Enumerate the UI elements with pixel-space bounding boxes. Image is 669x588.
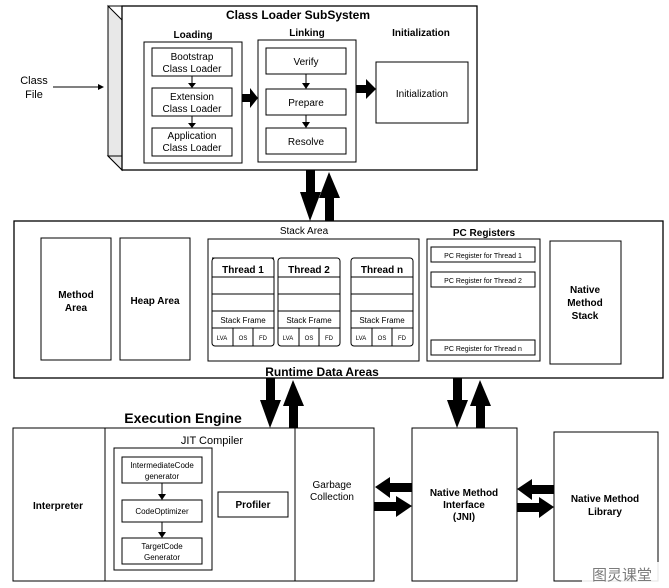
class-file: Class File	[20, 75, 104, 101]
class-loader-box-side	[107, 4, 123, 172]
method-area-label-1: Method	[58, 290, 94, 301]
thread-n-fd: FD	[398, 336, 407, 342]
native-method-library: Native Method Library	[553, 431, 659, 582]
pc-register-thread-2-label: PC Register for Thread 2	[444, 278, 522, 285]
heap-area-label: Heap Area	[130, 296, 180, 307]
pc-register-thread-n	[430, 339, 536, 356]
thread-2-lva: LVA	[283, 336, 293, 342]
profiler-label: Profiler	[235, 500, 270, 511]
native-method-stack-label-3: Stack	[572, 311, 599, 322]
native-method-stack-label-2: Method	[567, 298, 603, 309]
initialization-box	[375, 61, 469, 124]
jni: Native Method Interface (JNI)	[411, 427, 518, 582]
target-code-generator: TargetCode Generator	[121, 537, 203, 565]
linking-title: Linking	[289, 28, 325, 39]
jni-library-arrows	[517, 479, 554, 518]
execution-engine: Execution Engine Interpreter JIT Compile…	[12, 410, 375, 582]
application-class-loader: Application Class Loader	[151, 127, 233, 157]
intermediate-code-label-1: IntermediateCode	[130, 461, 194, 470]
runtime-engine-arrows	[260, 378, 304, 428]
code-optimizer: CodeOptimizer	[121, 499, 203, 523]
class-loader-title: Class Loader SubSystem	[226, 8, 370, 22]
bootstrap-label-2: Class Loader	[163, 64, 223, 75]
jni-label-2: Interface	[443, 500, 485, 511]
stack-area: Stack Area Thread 1 Stack Frame LVA OS F…	[207, 226, 420, 362]
thread-n: Thread n Stack Frame LVA OS FD	[350, 257, 414, 347]
garbage-collection-label-1: Garbage	[313, 480, 352, 491]
class-loader-subsystem: Class Loader SubSystem Loading Bootstrap…	[106, 4, 479, 172]
application-label-1: Application	[168, 131, 217, 142]
classloader-runtime-arrows	[300, 170, 340, 221]
watermark-text: 图灵课堂	[592, 566, 652, 584]
jni-label-3: (JNI)	[453, 512, 475, 523]
native-library-label-1: Native Method	[571, 494, 639, 505]
thread-1-label: Thread 1	[222, 265, 264, 276]
extension-label-2: Class Loader	[163, 104, 223, 115]
intermediate-code-label-2: generator	[145, 472, 180, 481]
initialization-title: Initialization	[392, 28, 450, 39]
bootstrap-class-loader: Bootstrap Class Loader	[151, 47, 233, 77]
jit-compiler-title: JIT Compiler	[181, 435, 243, 447]
runtime-data-areas: Runtime Data Areas Method Area Heap Area…	[13, 220, 664, 379]
thread-1-fd: FD	[259, 336, 268, 342]
native-library-label-2: Library	[588, 507, 622, 518]
target-code-label-2: Generator	[144, 553, 180, 562]
thread-2-label: Thread 2	[288, 265, 330, 276]
runtime-title: Runtime Data Areas	[265, 365, 379, 379]
thread-2-fd: FD	[325, 336, 334, 342]
thread-2-frame-label: Stack Frame	[286, 316, 332, 325]
extension-class-loader: Extension Class Loader	[151, 87, 233, 117]
pc-register-thread-n-label: PC Register for Thread n	[444, 346, 522, 353]
garbage-collection: Garbage Collection	[310, 480, 354, 503]
heap-area: Heap Area	[119, 237, 191, 361]
thread-1: Thread 1 Stack Frame LVA OS FD	[211, 257, 275, 347]
interpreter-label: Interpreter	[33, 501, 83, 512]
method-area: Method Area	[40, 237, 112, 361]
thread-1-frame-label: Stack Frame	[220, 316, 266, 325]
thread-n-os: OS	[378, 336, 387, 342]
application-label-2: Class Loader	[163, 143, 223, 154]
linking-to-init-arrow	[356, 79, 376, 99]
method-area-label-2: Area	[65, 303, 88, 314]
code-optimizer-label: CodeOptimizer	[135, 507, 189, 516]
verify-step: Verify	[265, 47, 347, 75]
pc-register-thread-2	[430, 271, 536, 288]
native-method-stack-label-1: Native	[570, 285, 600, 296]
stack-area-title: Stack Area	[280, 226, 329, 237]
garbage-collection-label-2: Collection	[310, 492, 354, 503]
class-file-label-2: File	[25, 89, 43, 101]
extension-label-1: Extension	[170, 92, 214, 103]
loading-to-linking-arrow	[242, 88, 258, 108]
runtime-jni-arrows	[447, 378, 491, 428]
verify-label: Verify	[293, 57, 318, 68]
thread-2-os: OS	[305, 336, 314, 342]
resolve-label: Resolve	[288, 137, 325, 148]
thread-1-os: OS	[239, 336, 248, 342]
thread-2: Thread 2 Stack Frame LVA OS FD	[277, 257, 341, 347]
thread-1-lva: LVA	[217, 336, 227, 342]
prepare-label: Prepare	[288, 98, 324, 109]
initialization-label: Initialization	[396, 89, 448, 100]
pc-registers: PC Registers PC Register for Thread 1 PC…	[426, 228, 541, 362]
thread-n-lva: LVA	[356, 336, 366, 342]
class-file-label-1: Class	[20, 75, 48, 87]
execution-engine-title: Execution Engine	[124, 410, 242, 426]
pc-register-thread-1-label: PC Register for Thread 1	[444, 253, 522, 260]
engine-jni-arrows	[374, 477, 414, 517]
resolve-step: Resolve	[265, 127, 347, 155]
prepare-step: Prepare	[265, 88, 347, 116]
watermark: 图灵课堂	[582, 562, 666, 585]
intermediate-code-generator: IntermediateCode generator	[121, 456, 203, 484]
thread-n-label: Thread n	[361, 265, 403, 276]
pc-register-thread-1	[430, 246, 536, 263]
pc-registers-title: PC Registers	[453, 228, 516, 239]
profiler: Profiler	[217, 491, 289, 518]
target-code-label-1: TargetCode	[141, 542, 183, 551]
native-method-stack: Native Method Stack	[549, 240, 622, 365]
thread-n-frame-label: Stack Frame	[359, 316, 405, 325]
jni-label-1: Native Method	[430, 488, 498, 499]
loading-title: Loading	[174, 30, 213, 41]
bootstrap-label-1: Bootstrap	[171, 52, 214, 63]
